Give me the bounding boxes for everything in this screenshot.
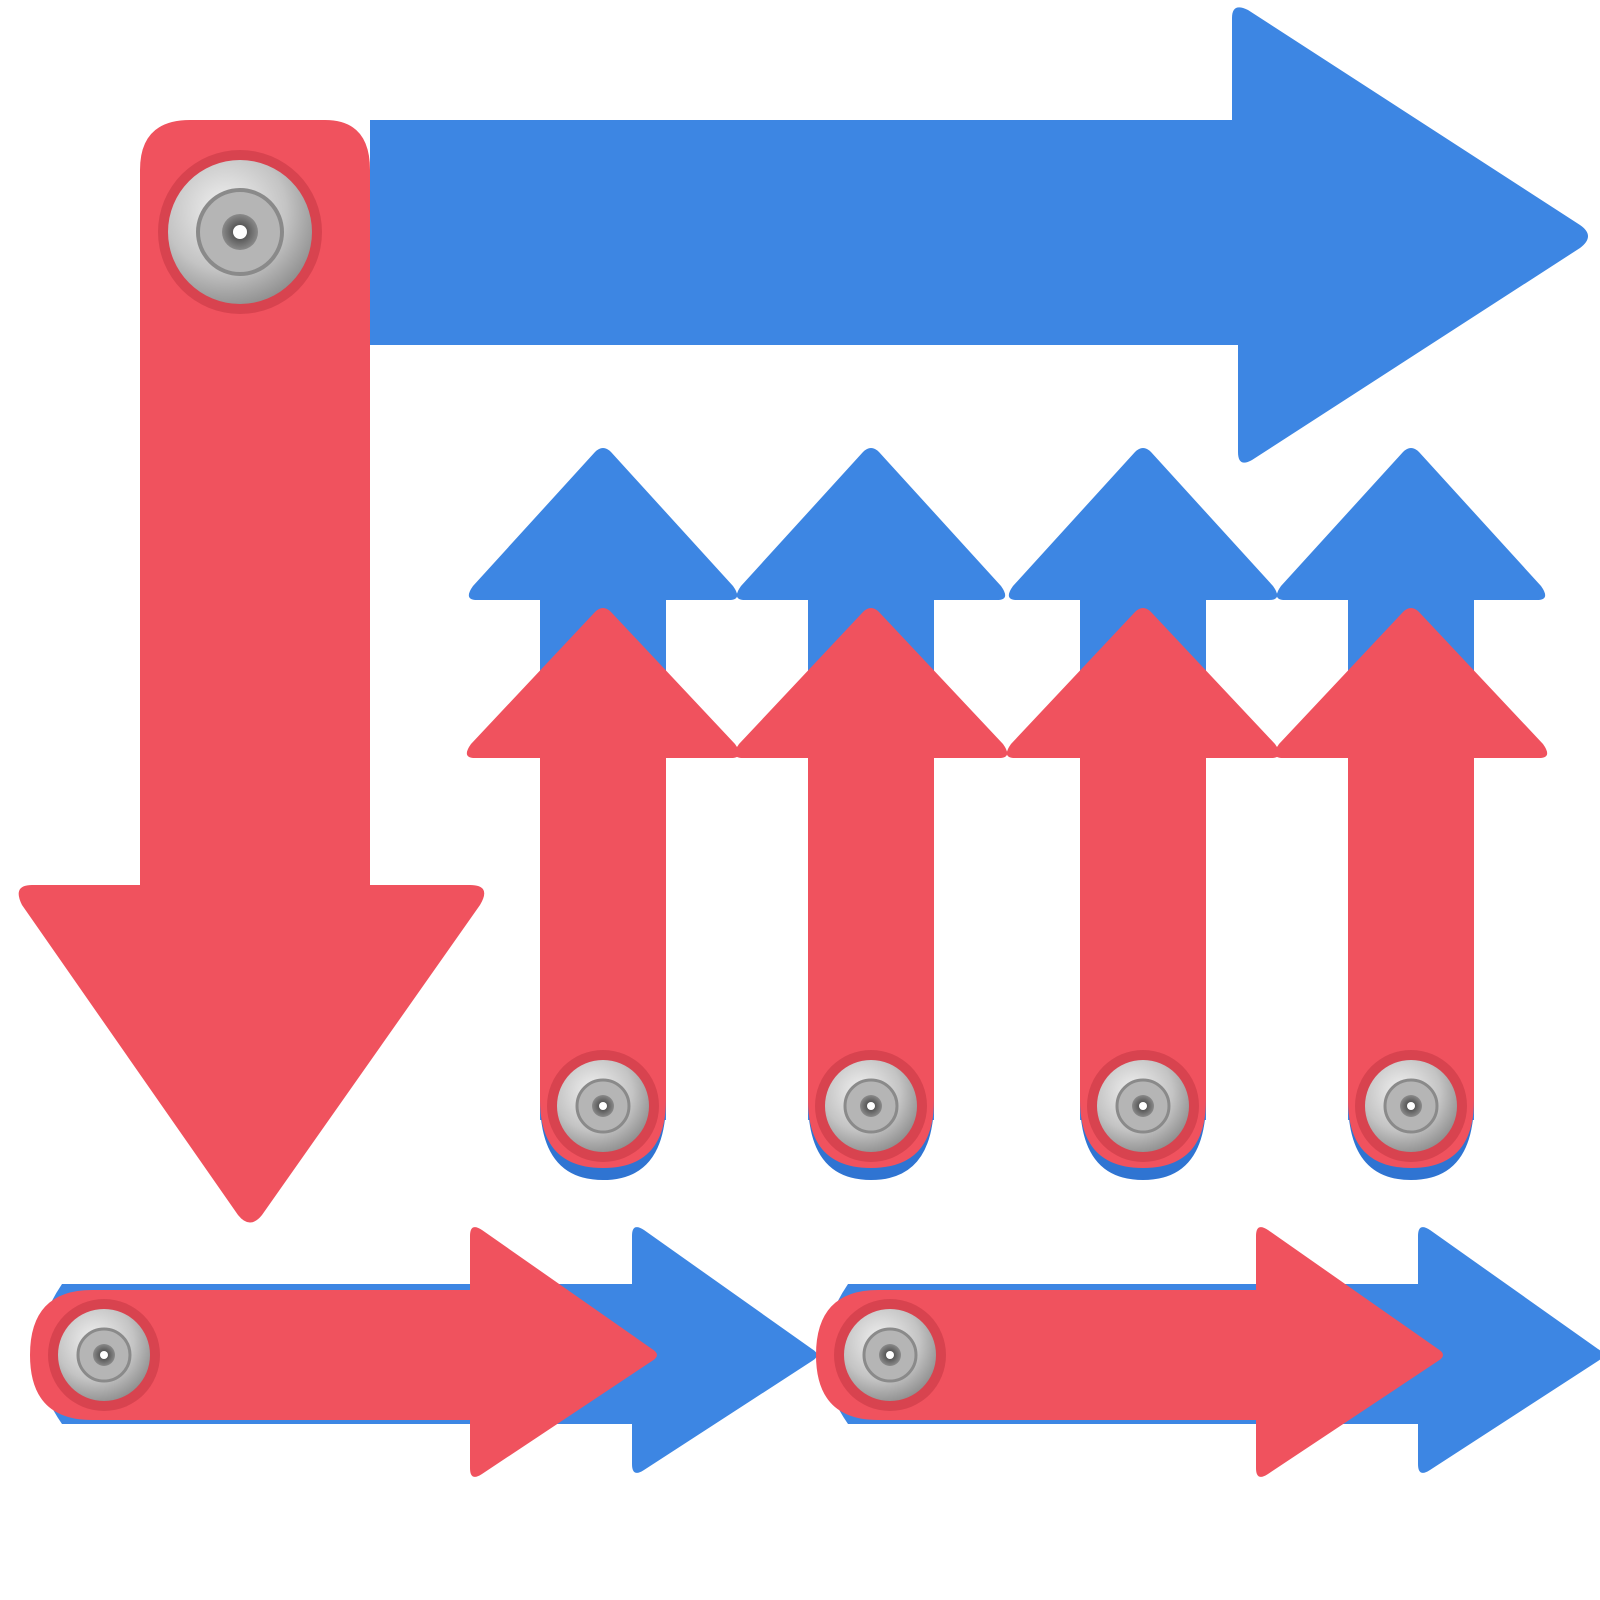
small-right-arrow-pairs (30, 1227, 1600, 1477)
small-red-up-arrow (466, 608, 740, 1168)
small-right-arrow-pair-1 (30, 1227, 817, 1477)
small-red-right-arrow (816, 1227, 1443, 1477)
large-arrow-pair (18, 7, 1588, 1223)
small-up-arrow-pair-3 (1006, 448, 1280, 1180)
small-red-up-arrow (1006, 608, 1280, 1168)
small-up-rivet-1 (547, 1050, 659, 1162)
small-right-rivet-1 (48, 1299, 160, 1411)
small-up-arrow-pair-4 (1274, 448, 1548, 1180)
small-up-rivet-4 (1355, 1050, 1467, 1162)
small-up-arrow-pairs (466, 448, 1548, 1180)
large-red-down-arrow (18, 120, 485, 1223)
small-up-arrow-pair-2 (734, 448, 1008, 1180)
small-right-rivet-2 (834, 1299, 946, 1411)
small-up-rivet-3 (1087, 1050, 1199, 1162)
small-up-rivet-2 (815, 1050, 927, 1162)
small-up-arrow-pair-1 (466, 448, 740, 1180)
small-red-up-arrow (1274, 608, 1548, 1168)
large-rivet (158, 150, 322, 314)
large-blue-right-arrow (270, 7, 1588, 463)
small-red-up-arrow (734, 608, 1008, 1168)
small-right-arrow-pair-2 (816, 1227, 1600, 1477)
small-red-right-arrow (30, 1227, 657, 1477)
